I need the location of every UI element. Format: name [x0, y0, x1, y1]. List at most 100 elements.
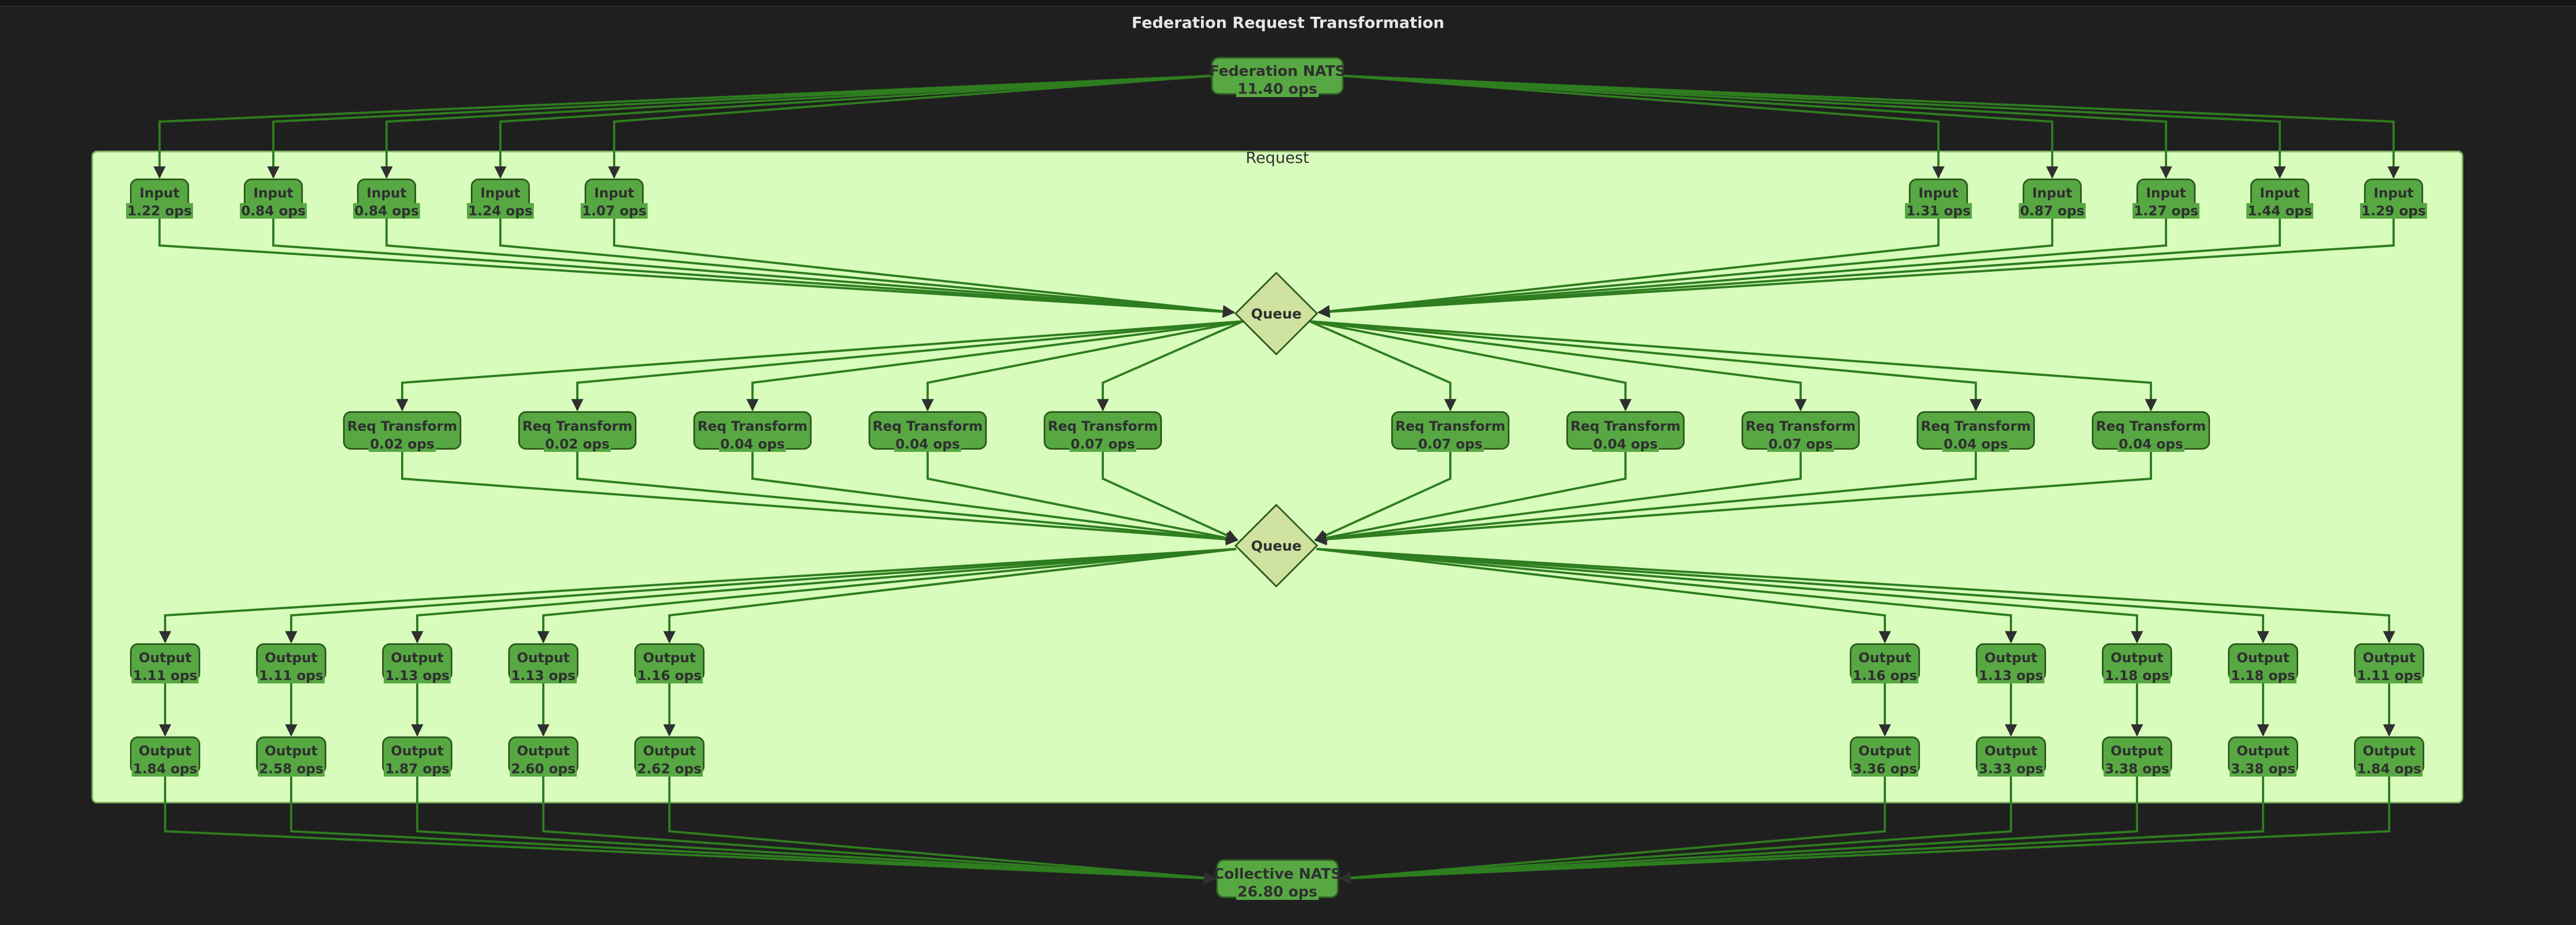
req-transform-node-ops-value: 0.04 ops [1942, 436, 2009, 452]
output-node-stage-2-ops-value: 2.60 ops [510, 761, 577, 777]
edge-queue-to-output [1316, 548, 2395, 644]
edge-queue-to-transform [1097, 320, 1243, 412]
output-node-stage-1-ops-value: 1.13 ops [510, 668, 577, 683]
output-node-stage-2-ops-value: 2.62 ops [636, 761, 703, 777]
output-node-stage-2-label: Output [643, 743, 696, 759]
edge-source-to-input [380, 75, 1212, 179]
source-node-federation-nats-ops-value: 11.40 ops [1236, 81, 1319, 98]
edge-source-to-input [1343, 75, 2400, 179]
queue-node-ingress[interactable]: Queue [1234, 272, 1318, 355]
output-node-stage-1-ops-value: 1.18 ops [2230, 668, 2297, 683]
output-node-stage-2[interactable]: Output 2.62 ops [634, 736, 705, 777]
edge-input-to-queue [385, 219, 1236, 318]
output-node-stage-1-label: Output [138, 650, 192, 666]
edge-transform-to-queue [927, 452, 1239, 544]
output-node-stage-1-label: Output [2362, 650, 2416, 666]
input-node-ops-value: 1.22 ops [126, 203, 193, 219]
input-node-label: Input [2374, 185, 2414, 201]
input-node[interactable]: Input 1.24 ops [467, 179, 534, 219]
output-node-stage-1[interactable]: Output 1.11 ops [130, 643, 200, 683]
window-top-strip [0, 0, 2576, 7]
output-node-stage-1-ops-value: 1.13 ops [1977, 668, 2044, 683]
output-node-stage-2-ops-value: 1.84 ops [132, 761, 199, 777]
edge-source-to-input [1343, 75, 2058, 179]
queue-diamond-shape [1234, 272, 1318, 355]
edge-source-to-input [1343, 75, 1945, 179]
queue-node-egress[interactable]: Queue [1234, 504, 1318, 587]
output-node-stage-2-ops-value: 1.87 ops [384, 761, 451, 777]
edge-queue-to-output [1316, 548, 1891, 644]
edge-queue-to-output [1316, 548, 2143, 644]
edge-queue-to-output [1316, 548, 2269, 644]
edge-queue-to-output [537, 548, 1237, 644]
output-node-stage-1[interactable]: Output 1.11 ops [2354, 643, 2424, 683]
output-node-stage-1-ops-value: 1.11 ops [132, 668, 199, 683]
input-node-ops-value: 1.24 ops [467, 203, 534, 219]
output-node-stage-2-ops-value: 3.38 ops [2230, 761, 2297, 777]
output-node-stage-1-ops-value: 1.16 ops [1851, 668, 1918, 683]
edge-output-to-sink [1338, 777, 1886, 884]
output-node-stage-1-ops-value: 1.11 ops [2356, 668, 2423, 683]
input-node-ops-value: 1.07 ops [581, 203, 648, 219]
edge-input-to-queue [613, 219, 1236, 317]
edge-input-to-queue [1317, 219, 2167, 318]
edge-output-to-sink [542, 777, 1217, 884]
edge-queue-to-transform [1309, 320, 2157, 412]
edge-transform-to-queue [1314, 452, 1451, 541]
edge-source-to-input [153, 75, 1212, 179]
input-node-label: Input [2260, 185, 2300, 201]
edge-queue-to-output [285, 548, 1237, 644]
input-node-label: Input [1918, 185, 1958, 201]
input-node-label: Input [480, 185, 520, 201]
req-transform-node-ops-value: 0.02 ops [544, 436, 611, 452]
edge-queue-to-output [663, 548, 1237, 644]
req-transform-node-ops-value: 0.02 ops [369, 436, 436, 452]
req-transform-node-ops-value: 0.04 ops [894, 436, 961, 452]
req-transform-node-label: Req Transform [1570, 418, 1681, 434]
edge-transform-to-queue [1102, 452, 1239, 541]
diagram-title: Federation Request Transformation [1131, 13, 1445, 32]
edge-output-to-sink [668, 777, 1217, 884]
output-node-stage-2-label: Output [1858, 743, 1912, 759]
edge-input-to-queue [1317, 219, 2281, 318]
edge-transform-to-queue [1314, 452, 1802, 545]
